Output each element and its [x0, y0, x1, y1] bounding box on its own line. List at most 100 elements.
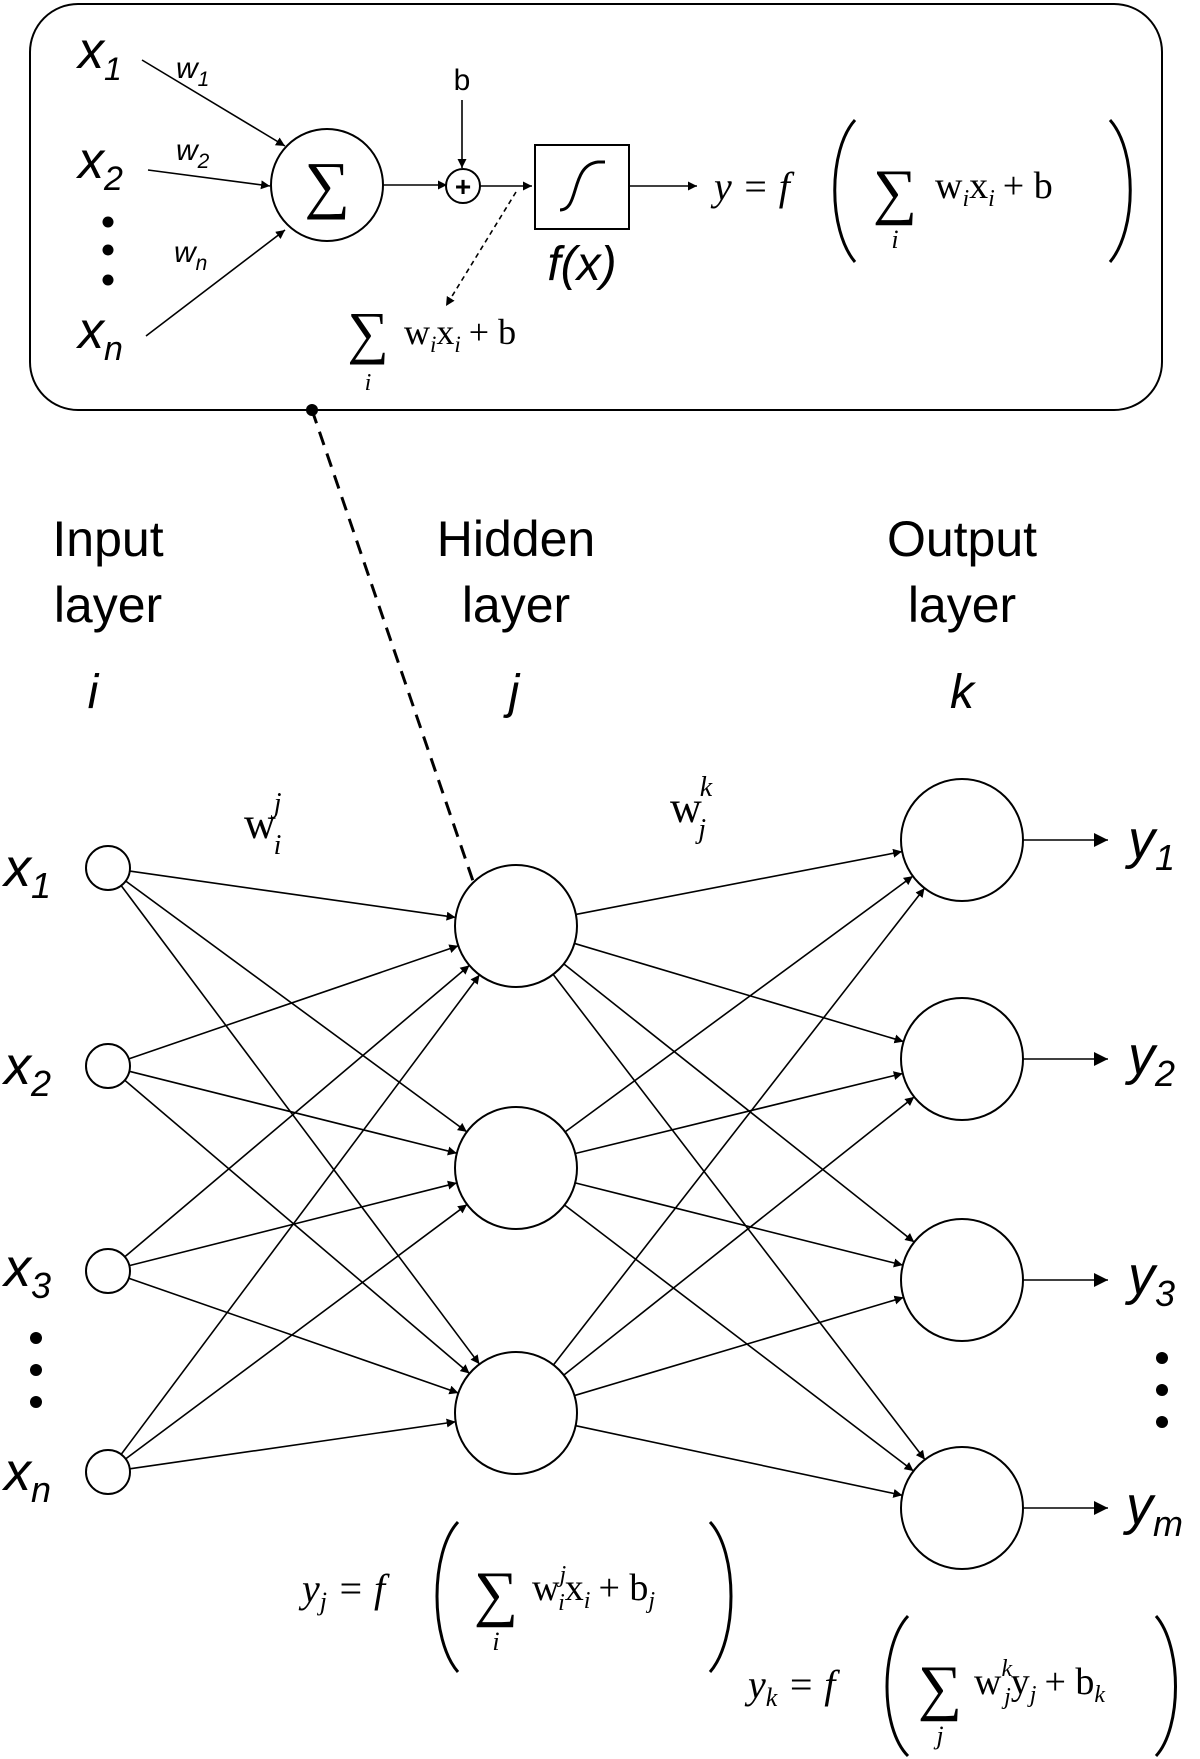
- input-hidden-edge: [120, 885, 481, 1365]
- paren-right-icon: [708, 1520, 733, 1673]
- input-label-x1: x1: [1, 838, 51, 906]
- network-input-labels: x1 x2 x3 xn: [1, 838, 51, 1510]
- hidden-layer-subtitle: layer: [462, 577, 570, 633]
- neuron-input-x2: x2: [75, 132, 123, 198]
- input-hidden-edge: [125, 880, 468, 1133]
- output-node: [900, 1446, 1024, 1570]
- output-layer-subtitle: layer: [908, 577, 1016, 633]
- summation-icon: ∑: [304, 149, 350, 220]
- input-hidden-edge: [120, 974, 481, 1455]
- input-node: [85, 845, 131, 891]
- hidden-output-edge: [552, 887, 926, 1366]
- hidden-output-edge: [564, 875, 914, 1133]
- input-label-x3: x3: [1, 1238, 51, 1306]
- hidden-output-edge: [563, 963, 915, 1243]
- hidden-node: [454, 864, 578, 988]
- hidden-output-edge: [575, 848, 903, 916]
- input-node: [85, 1248, 131, 1294]
- partial-sum-pointer: [445, 191, 517, 307]
- output-node: [900, 778, 1024, 902]
- output-label-ym: ym: [1122, 1476, 1183, 1544]
- input-node: [85, 1449, 131, 1495]
- svg-text:yk= f: yk= f: [744, 1662, 840, 1712]
- svg-text:i: i: [492, 1627, 499, 1656]
- hidden-output-edge: [552, 973, 926, 1461]
- output-layer-index: k: [950, 666, 977, 719]
- paren-right-icon: [1108, 118, 1132, 263]
- neuron-detail-panel: x1 x2 xn w1 w2 wn ∑ b: [29, 3, 1163, 411]
- hidden-node: [454, 1351, 578, 1475]
- svg-text:y = f: y = f: [710, 164, 795, 209]
- input-hidden-edge: [125, 1203, 468, 1460]
- input-layer-index: i: [88, 666, 100, 719]
- output-label-y3: y3: [1124, 1246, 1175, 1314]
- output-layer-title: Output: [887, 511, 1037, 567]
- plus-icon: +: [455, 171, 471, 202]
- output-ellipsis-icon: [1156, 1352, 1168, 1428]
- input-hidden-edge: [129, 1418, 456, 1470]
- input-layer-subtitle: layer: [54, 577, 162, 633]
- svg-text:yj= f: yj= f: [298, 1566, 390, 1616]
- neuron-input-edge-n: [145, 229, 286, 337]
- input-layer-title: Input: [52, 511, 163, 567]
- input-node: [85, 1043, 131, 1089]
- paren-left-icon: [885, 1614, 910, 1758]
- hidden-output-edge: [575, 1071, 903, 1155]
- hidden-output-edge: [574, 1182, 904, 1268]
- hidden-output-edge: [574, 1295, 904, 1397]
- hidden-layer-index: j: [503, 666, 521, 719]
- output-label-y1: y1: [1124, 810, 1175, 878]
- svg-text:i: i: [365, 370, 372, 396]
- svg-text:j: j: [933, 1721, 943, 1750]
- neuron-panel-frame: [29, 3, 1163, 411]
- neuron-input-ellipsis-icon: [102, 216, 114, 286]
- svg-text:i: i: [891, 225, 898, 254]
- output-nodes: [900, 778, 1024, 1570]
- neuron-input-edge-2: [147, 169, 271, 190]
- output-arrows: [1023, 833, 1108, 1515]
- input-hidden-edge: [128, 1277, 459, 1395]
- partial-sum-formula: ∑ i wixi+ b: [347, 300, 516, 396]
- paren-left-icon: [435, 1520, 460, 1673]
- input-hidden-edge: [128, 944, 459, 1060]
- hidden-node: [454, 1106, 578, 1230]
- activation-label: f(x): [547, 238, 616, 291]
- hidden-layer-title: Hidden: [437, 511, 595, 567]
- output-node: [900, 1218, 1024, 1342]
- input-label-xn: xn: [1, 1442, 51, 1510]
- neuron-output-formula: y = f ∑ i wixi+ b: [710, 118, 1132, 263]
- sigmoid-icon: [559, 160, 605, 212]
- hidden-nodes: [454, 864, 578, 1475]
- paren-left-icon: [833, 118, 857, 263]
- input-nodes: [85, 845, 131, 1495]
- output-label-y2: y2: [1124, 1026, 1175, 1094]
- input-hidden-edge: [129, 1070, 458, 1156]
- svg-text:∑: ∑: [873, 158, 917, 226]
- hidden-output-edge: [564, 1204, 914, 1472]
- layer-headings: Input layer i Hidden layer j Output laye…: [52, 511, 1037, 719]
- input-hidden-edge: [124, 964, 470, 1258]
- output-node: [900, 997, 1024, 1121]
- svg-text:wixi+ b: wixi+ b: [935, 165, 1053, 212]
- neuron-weight-w1: w1: [176, 52, 209, 91]
- input-ellipsis-icon: [30, 1332, 42, 1408]
- bias-label: b: [454, 64, 471, 97]
- neuron-input-x1: x1: [75, 22, 122, 87]
- hidden-output-edge: [574, 942, 904, 1044]
- panel-to-hidden-link: [310, 409, 476, 885]
- input-label-x2: x2: [1, 1036, 51, 1104]
- input-hidden-edge: [124, 1079, 471, 1375]
- svg-text:∑: ∑: [918, 1654, 962, 1722]
- svg-text:wixi+ b: wixi+ b: [404, 312, 516, 357]
- input-hidden-edge: [129, 870, 456, 921]
- neuron-input-xn: xn: [75, 302, 123, 368]
- paren-right-icon: [1154, 1615, 1177, 1758]
- neuron-weight-wn: wn: [174, 236, 207, 275]
